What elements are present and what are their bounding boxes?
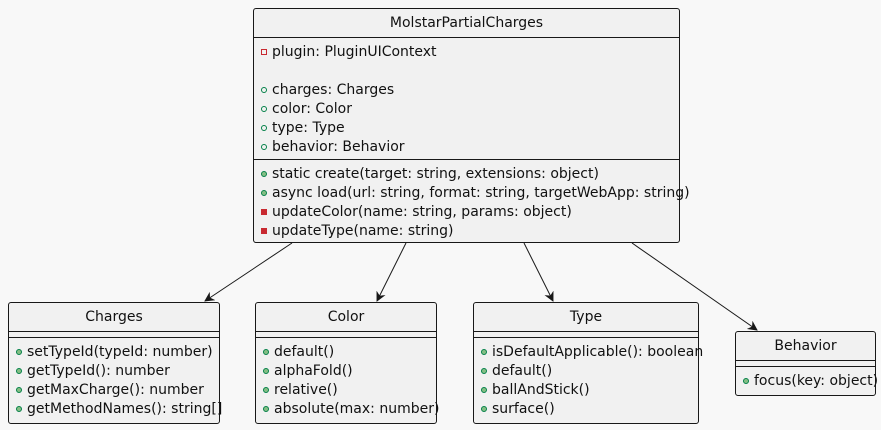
arrow-main-to-behavior [631, 242, 758, 331]
methods-section: isDefaultApplicable(): boolean default() b… [474, 337, 703, 421]
method-text: async load(url: string, format: string, … [272, 184, 690, 201]
method-row: setTypeId(typeId: number) [9, 342, 219, 361]
public-method-icon [481, 367, 487, 374]
class-color[interactable]: Color default() alphaFold() relative() absol… [255, 302, 440, 424]
method-text: relative() [274, 381, 338, 398]
method-text: default() [274, 343, 335, 360]
method-text: static create(target: string, extensions… [272, 165, 599, 182]
method-text: ballAndStick() [492, 381, 590, 398]
method-row: focus(key: object) [736, 371, 879, 390]
field-text: type: Type [272, 119, 345, 136]
public-method-icon [261, 170, 267, 177]
field-row: color: Color [254, 99, 679, 118]
fields-section [736, 360, 875, 366]
field-row: type: Type [254, 118, 679, 137]
public-method-icon [481, 348, 487, 355]
arrow-main-to-charges [204, 242, 293, 302]
public-method-icon [481, 386, 487, 393]
method-text: absolute(max: number) [274, 400, 440, 417]
public-method-icon [263, 348, 269, 355]
method-row: alphaFold() [256, 361, 436, 380]
method-text: setTypeId(typeId: number) [27, 343, 213, 360]
method-text: surface() [492, 400, 555, 417]
class-name: Type [569, 309, 603, 325]
method-row: relative() [256, 380, 436, 399]
method-row: default() [474, 361, 698, 380]
public-field-icon [261, 143, 267, 150]
method-row: getMaxCharge(): number [9, 380, 219, 399]
method-text: alphaFold() [274, 362, 353, 379]
field-row: plugin: PluginUIContext [254, 42, 679, 61]
field-text: plugin: PluginUIContext [272, 43, 437, 60]
method-row: default() [256, 342, 436, 361]
method-row: surface() [474, 399, 698, 418]
public-field-icon [261, 86, 267, 93]
class-molstar-partial-charges[interactable]: MolstarPartialCharges plugin: PluginUICon… [253, 8, 690, 243]
field-row: behavior: Behavior [254, 137, 679, 156]
method-row: async load(url: string, format: string, … [254, 183, 690, 202]
method-text: focus(key: object) [754, 372, 879, 389]
methods-section: focus(key: object) [736, 366, 879, 393]
fields-section [256, 331, 436, 337]
field-text: color: Color [272, 100, 352, 117]
public-method-icon [263, 367, 269, 374]
class-name: Behavior [774, 338, 837, 354]
method-text: updateType(name: string) [272, 222, 454, 239]
public-method-icon [261, 189, 267, 196]
private-field-icon [261, 48, 267, 55]
class-charges[interactable]: Charges setTypeId(typeId: number) getTypeI… [8, 302, 223, 424]
fields-section [9, 331, 219, 337]
methods-section: default() alphaFold() relative() absolute(m… [256, 337, 440, 421]
method-row: isDefaultApplicable(): boolean [474, 342, 703, 361]
method-row: getTypeId(): number [9, 361, 219, 380]
method-row: updateColor(name: string, params: object… [254, 202, 679, 221]
class-type[interactable]: Type isDefaultApplicable(): boolean defaul… [473, 302, 703, 424]
method-text: isDefaultApplicable(): boolean [492, 343, 704, 360]
method-row: absolute(max: number) [256, 399, 440, 418]
method-row: getMethodNames(): string[] [9, 399, 223, 418]
methods-section: static create(target: string, extensions… [254, 159, 690, 243]
private-method-icon [261, 208, 267, 215]
private-method-icon [261, 227, 267, 234]
field-text: charges: Charges [272, 81, 395, 98]
method-row: ballAndStick() [474, 380, 698, 399]
public-method-icon [16, 367, 22, 374]
public-method-icon [481, 405, 487, 412]
class-name: Charges [85, 309, 143, 325]
class-name: Color [327, 309, 365, 325]
class-name: MolstarPartialCharges [389, 15, 544, 31]
public-method-icon [16, 386, 22, 393]
method-text: updateColor(name: string, params: object… [272, 203, 572, 220]
public-method-icon [743, 377, 749, 384]
methods-section: setTypeId(typeId: number) getTypeId(): nu… [9, 337, 223, 421]
method-text: getTypeId(): number [27, 362, 170, 379]
public-method-icon [263, 386, 269, 393]
public-method-icon [263, 405, 269, 412]
fields-section [474, 331, 698, 337]
method-text: getMethodNames(): string[] [27, 400, 223, 417]
class-behavior[interactable]: Behavior focus(key: object) [735, 331, 879, 396]
public-method-icon [16, 405, 22, 412]
field-spacer [254, 61, 679, 80]
method-text: default() [492, 362, 553, 379]
public-method-icon [16, 348, 22, 355]
public-field-icon [261, 124, 267, 131]
field-text: behavior: Behavior [272, 138, 405, 155]
arrow-main-to-type [523, 242, 554, 302]
arrow-main-to-color [376, 242, 407, 302]
field-row: charges: Charges [254, 80, 679, 99]
method-row: static create(target: string, extensions… [254, 164, 679, 183]
fields-section: plugin: PluginUIContext charges: Charges c… [254, 37, 679, 159]
public-field-icon [261, 105, 267, 112]
method-row: updateType(name: string) [254, 221, 679, 240]
method-text: getMaxCharge(): number [27, 381, 204, 398]
